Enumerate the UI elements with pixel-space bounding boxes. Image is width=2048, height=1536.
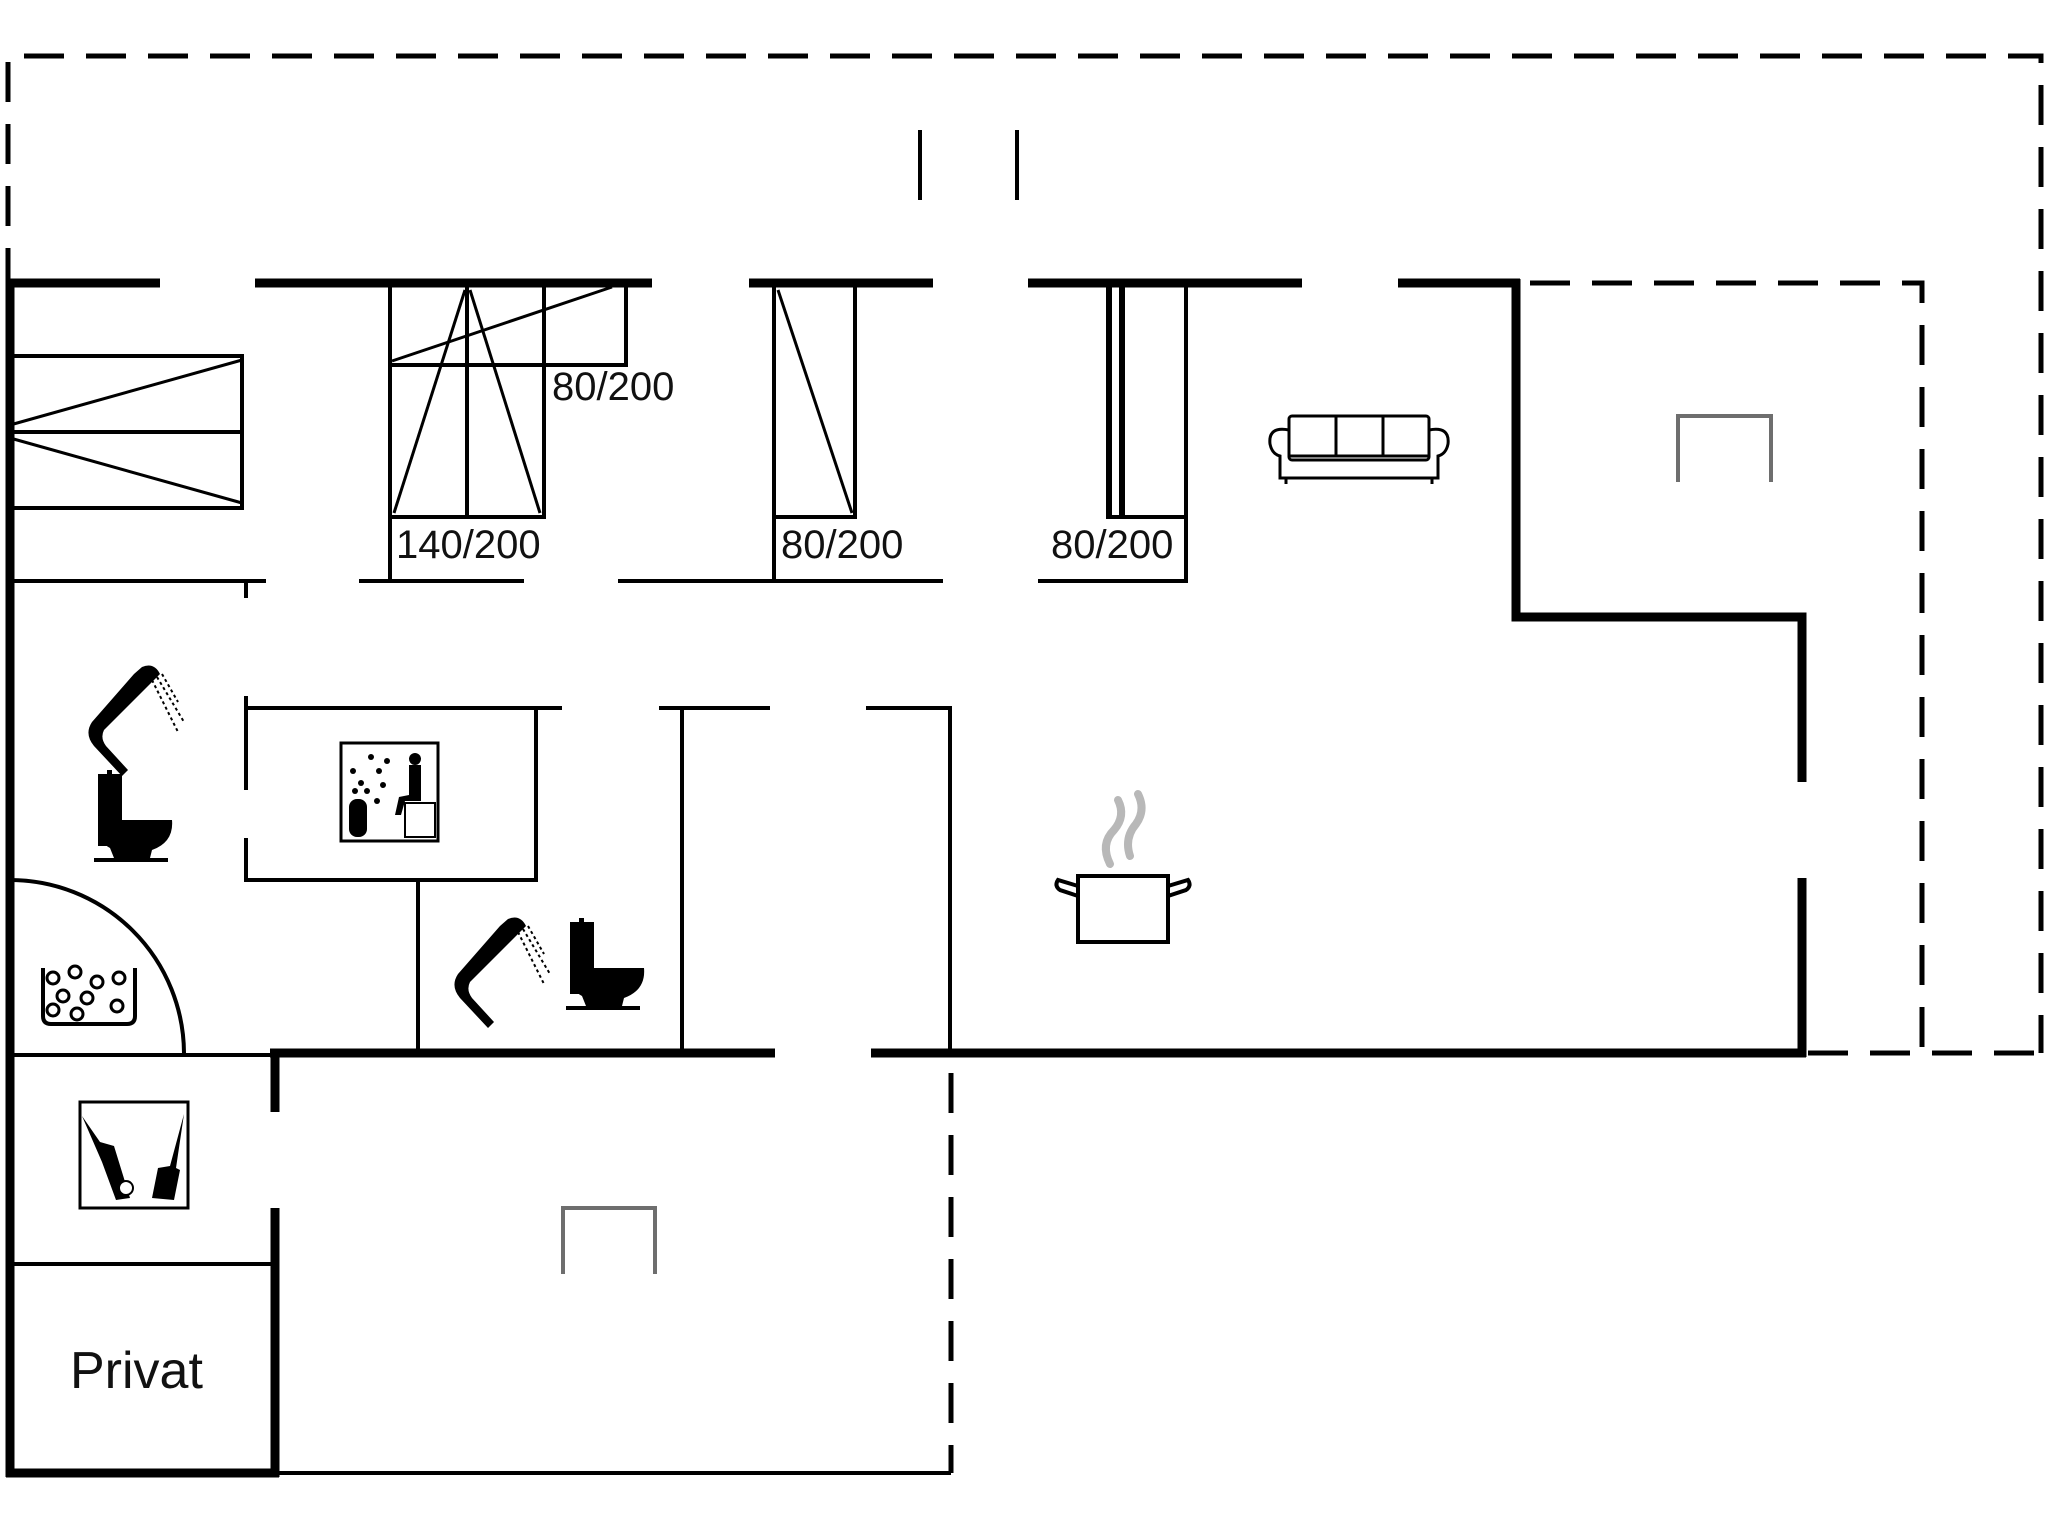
bed-size-label: 80/200 [781, 523, 903, 567]
bed-size-label: 140/200 [396, 523, 541, 567]
shower-icon [454, 917, 551, 1028]
shower-icon [88, 665, 185, 776]
private-room-label: Privat [70, 1342, 203, 1400]
single-bed-upper: 80/200 [388, 281, 674, 409]
south-wall [10, 1048, 1806, 1058]
sauna-room-walls [244, 696, 562, 1053]
sofa-icon [1268, 414, 1450, 484]
toilet-icon [94, 770, 173, 862]
cooking-pot-icon [1054, 790, 1192, 944]
bathroom-2-walls [659, 706, 952, 1053]
whirlpool-icon [41, 964, 137, 1026]
door-swing-arc [9, 878, 186, 1054]
cleaning-utility-icon [78, 1100, 190, 1210]
hall-wall [10, 579, 1187, 598]
outer-terrace-outline [5, 53, 2044, 1056]
single-bed-wardrobe: 80/200 [1051, 283, 1188, 583]
toilet-icon [566, 918, 645, 1010]
terrace-marker-icon [1676, 414, 1773, 482]
bed-size-label: 80/200 [1051, 523, 1173, 567]
single-bed: 80/200 [772, 281, 903, 581]
double-bed: 140/200 [388, 281, 546, 581]
bed-size-label: 80/200 [552, 365, 674, 409]
sauna-icon [339, 741, 440, 843]
bunk-bed [8, 354, 244, 510]
east-walls [1511, 279, 1807, 1057]
entrance-marks [918, 130, 1019, 200]
utility-walls [6, 1053, 951, 1478]
east-terrace-outline [1530, 280, 1925, 1053]
terrace-marker-icon [561, 1206, 657, 1274]
